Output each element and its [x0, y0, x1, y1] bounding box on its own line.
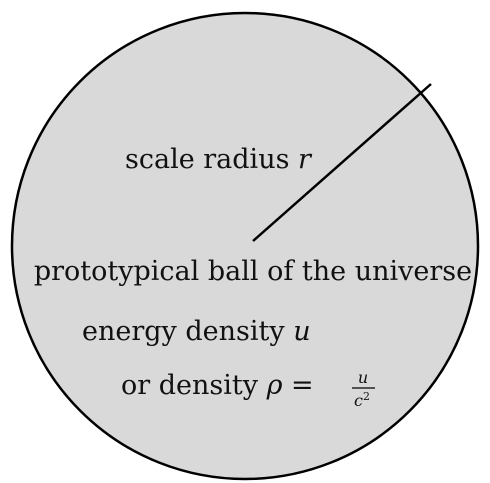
- denominator-c: c: [354, 391, 363, 410]
- fraction-denominator: c2: [354, 390, 370, 410]
- equals-sign: =: [282, 370, 313, 401]
- energy-symbol: u: [293, 316, 310, 347]
- radius-line: [252, 83, 432, 242]
- ball-label: prototypical ball of the universe: [34, 256, 472, 287]
- universe-ball: [10, 11, 480, 481]
- denominator-exponent: 2: [363, 390, 370, 403]
- density-label: or density ρ =: [121, 370, 314, 401]
- scale-radius-text: scale radius: [125, 144, 298, 175]
- density-prefix: or density: [121, 370, 267, 401]
- scale-radius-label: scale radius r: [125, 144, 313, 175]
- energy-density-text: energy density: [82, 316, 293, 347]
- fraction-numerator: u: [358, 368, 368, 387]
- radius-symbol: r: [298, 144, 313, 175]
- energy-density-label: energy density u: [82, 316, 311, 347]
- rho-symbol: ρ: [266, 370, 283, 401]
